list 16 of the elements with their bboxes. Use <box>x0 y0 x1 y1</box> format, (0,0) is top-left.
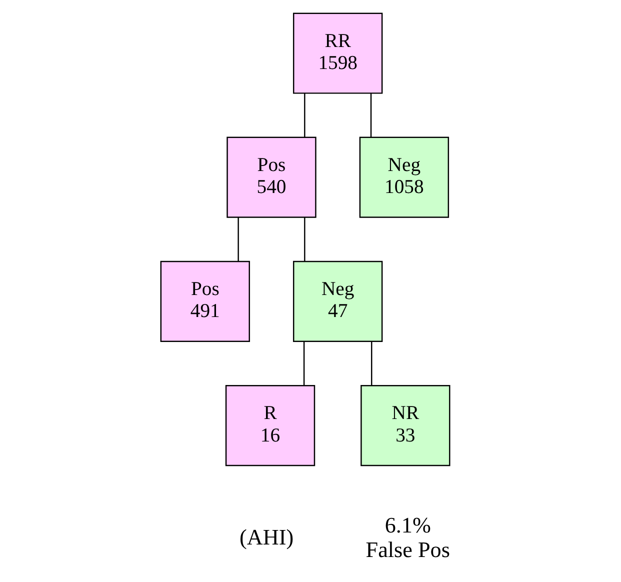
node-box: Neg 47 <box>293 260 383 342</box>
connector <box>371 341 372 386</box>
node-box: Neg 1058 <box>359 136 450 218</box>
connector <box>370 93 372 138</box>
node-box: NR 33 <box>360 385 450 466</box>
connector <box>303 341 305 386</box>
connector <box>304 93 306 138</box>
node-box: Pos 491 <box>160 260 250 342</box>
connector <box>304 217 306 262</box>
connector <box>238 217 239 262</box>
node-box: Pos 540 <box>226 136 316 218</box>
node-label: (AHI) <box>240 524 294 550</box>
node-box: R 16 <box>225 385 316 466</box>
node-box: RR 1598 <box>293 12 383 94</box>
node-label: False Pos <box>366 536 450 562</box>
node-label: 6.1% <box>384 512 431 538</box>
